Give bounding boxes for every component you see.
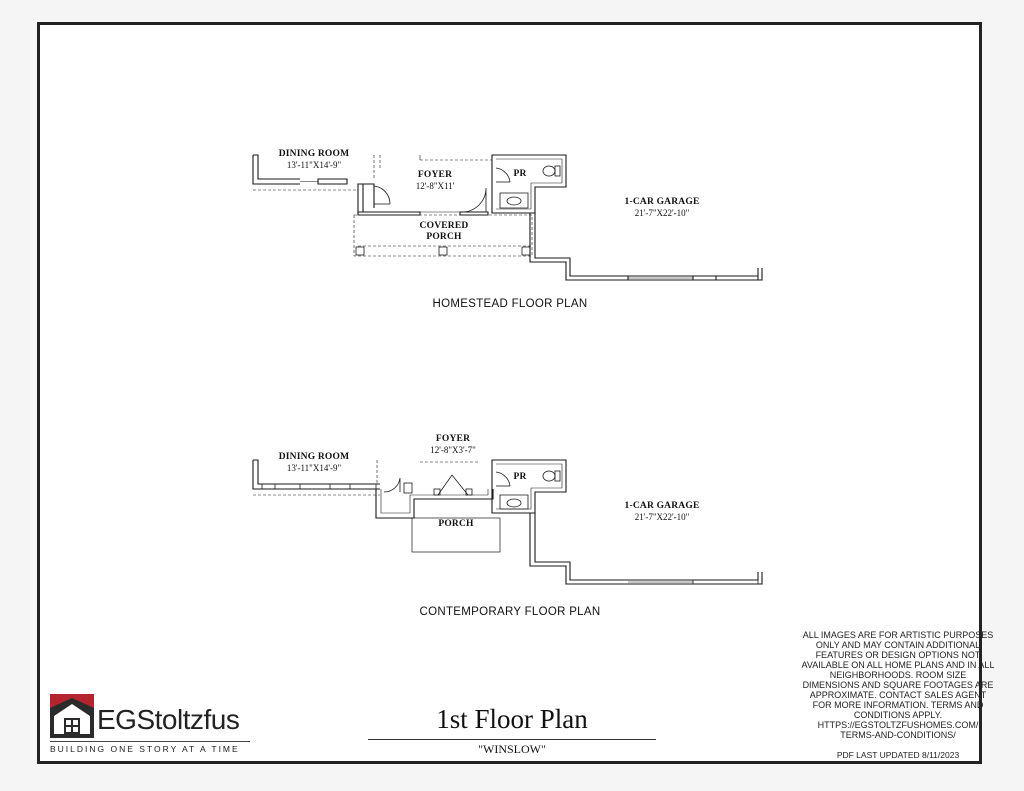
contemporary-garage-wall <box>529 513 763 585</box>
contemporary-porch-outline <box>411 517 501 553</box>
contemporary-entry-door-swing <box>437 474 469 496</box>
homestead-foyer-dimensions: 12'-8"X11' <box>415 181 455 191</box>
plan-title: 1st Floor Plan <box>436 704 588 734</box>
title-divider <box>368 739 656 740</box>
homestead-closet-door-swing <box>373 185 391 205</box>
homestead-plan-drawing <box>252 154 763 281</box>
logo-roof <box>50 694 94 708</box>
contemporary-foyer-label: FOYER <box>435 434 471 444</box>
sheet-border <box>37 22 982 764</box>
brand-name: EGStoltzfus <box>97 704 240 735</box>
homestead-porch-post <box>521 246 531 256</box>
contemporary-porch-label: PORCH <box>438 519 474 529</box>
homestead-powder-room <box>491 154 567 214</box>
pdf-updated-date: PDF LAST UPDATED 8/11/2023 <box>836 750 960 760</box>
homestead-dining-wall <box>252 154 300 185</box>
contemporary-plan-caption: CONTEMPORARY FLOOR PLAN <box>419 606 601 618</box>
homestead-powder-room-label: PR <box>513 169 527 179</box>
contemporary-powder-room-label: PR <box>513 472 527 482</box>
contemporary-closet-door-swing <box>383 477 401 493</box>
contemporary-dining-room-label: DINING ROOM <box>278 452 350 462</box>
contemporary-dining-room-dimensions: 13'-11"X14'-9" <box>286 463 342 473</box>
contemporary-garage-dimensions: 21'-7"X22'-10" <box>634 512 690 522</box>
homestead-plan-caption: HOMESTEAD FLOOR PLAN <box>432 298 588 310</box>
model-name: "WINSLOW" <box>478 742 546 756</box>
contemporary-plan-drawing <box>252 459 763 585</box>
contemporary-powder-room <box>491 459 567 514</box>
contemporary-foyer-dimensions: 12'-8"X3'-7" <box>430 445 476 455</box>
homestead-vanity <box>499 192 529 209</box>
brand-divider <box>50 741 250 742</box>
homestead-garage-door <box>627 275 694 281</box>
homestead-garage-wall <box>529 213 763 281</box>
homestead-pr-door-swing <box>495 167 511 183</box>
contemporary-toilet-icon <box>542 470 556 482</box>
contemporary-sink-icon <box>506 498 522 508</box>
homestead-porch-label-line2: PORCH <box>426 232 462 242</box>
homestead-porch-outline <box>353 214 533 257</box>
homestead-porch-post <box>438 246 448 256</box>
disclaimer-text: ALL IMAGES ARE FOR ARTISTIC PURPOSES ONL… <box>801 630 995 740</box>
homestead-sink-icon <box>506 196 522 206</box>
homestead-garage-dimensions: 21'-7"X22'-10" <box>634 208 690 218</box>
homestead-dining-room-label: DINING ROOM <box>278 149 350 159</box>
homestead-front-wall <box>357 211 421 216</box>
homestead-garage-label: 1-CAR GARAGE <box>624 197 700 207</box>
homestead-porch-label-line1: COVERED <box>419 221 469 231</box>
house-logo-icon <box>50 694 94 738</box>
homestead-toilet-icon <box>542 165 556 177</box>
homestead-dining-room-dimensions: 13'-11"X14'-9" <box>286 160 342 170</box>
contemporary-garage-label: 1-CAR GARAGE <box>624 501 700 511</box>
homestead-porch-post <box>355 246 365 256</box>
homestead-dining-window <box>317 178 348 185</box>
contemporary-dining-window <box>299 483 331 490</box>
brand-tagline: BUILDING ONE STORY AT A TIME <box>50 744 240 754</box>
homestead-foyer-wall-left <box>357 183 364 213</box>
homestead-foyer-label: FOYER <box>417 170 453 180</box>
homestead-entry-door-swing <box>461 187 487 213</box>
contemporary-foyer-wall <box>375 489 494 519</box>
